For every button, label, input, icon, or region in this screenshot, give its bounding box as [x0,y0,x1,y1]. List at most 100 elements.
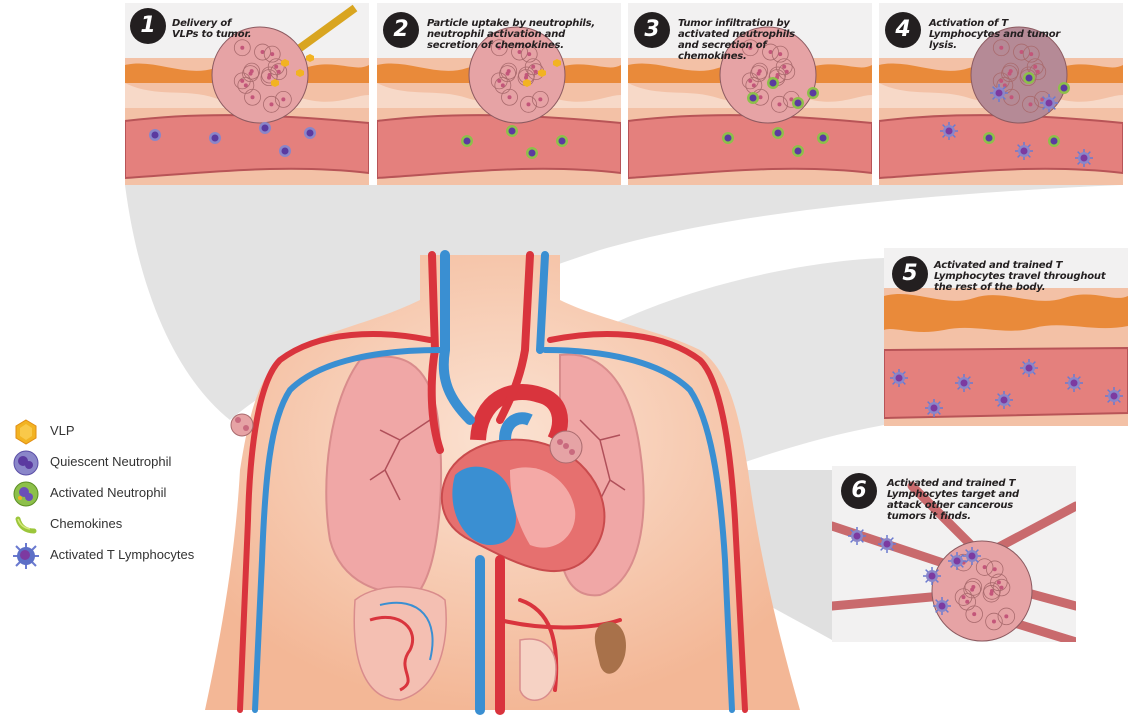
t-lymphocyte [990,84,1008,102]
tumor-delivery-illustration [125,4,369,185]
chemokine-icon [15,516,37,534]
right-lung [325,355,442,594]
t-lymphocyte [1065,374,1083,392]
step-panel-5: 5 Activated and trained T Lymphocytes tr… [884,248,1128,426]
t-lymphocyte [963,547,981,565]
dermis-layer [628,83,872,108]
activated-neutrophil [1023,72,1035,84]
activated-neutrophil [792,145,804,157]
step-number: 2 [383,12,419,48]
dermis-layer [377,83,621,108]
t-lymphocyte [848,527,866,545]
t-lymphocyte [940,122,958,140]
shoulder-tumor [230,413,254,437]
legend-label: Quiescent Neutrophil [50,454,172,469]
dermis-layer [879,83,1123,108]
vlp [306,54,314,62]
vessel-branch [832,591,947,611]
activated-neutrophil [1048,135,1060,147]
tumor [931,540,1033,642]
blood-vessel [628,114,872,180]
step-number: 3 [634,12,670,48]
step-number: 1 [130,8,166,44]
fat-layer [884,294,1128,332]
activated-neutrophil [461,135,473,147]
activated-neutrophil [747,92,759,104]
blood-vessel [377,114,621,180]
tumor [468,26,566,124]
circulating-t-cells-illustration [884,288,1128,426]
activated-neutrophil [772,127,784,139]
t-lymphocyte [925,399,943,417]
activated-neutrophil [506,125,518,137]
vlp [271,79,279,87]
step-panel-2: 2 Particle uptake by neutrophils, neutro… [377,3,621,185]
needle [297,4,358,52]
t-lymphocyte [1105,387,1123,405]
vlp [553,59,561,67]
vlp [281,59,289,67]
tumor [970,26,1068,124]
step-panel-3: 3 Tumor infiltration by activated neutro… [628,3,872,185]
quiescent-neutrophil [279,145,291,157]
step-number: 6 [841,473,877,509]
activated-neutrophil [526,147,538,159]
step-panel-1: 1 Delivery of VLPs to tumor. [125,3,369,185]
tumor [719,26,817,124]
activated-neutrophil [722,132,734,144]
activated-neutrophil [807,87,819,99]
activated-neutrophil [983,132,995,144]
tumor-lysis-illustration [879,26,1123,185]
lung-tumor [549,430,583,464]
step-caption: Delivery of VLPs to tumor. [172,18,252,40]
vlp-hexagon-icon [15,419,37,445]
activated-neutrophil-icon [13,481,39,507]
t-lymphocyte [955,374,973,392]
quiescent-neutrophil [209,132,221,144]
step-caption: Tumor infiltration by activated neutroph… [678,18,795,62]
vlp [538,69,546,77]
t-lymphocyte [948,552,966,570]
tumor-attack-illustration [832,481,1076,642]
quiescent-neutrophil [304,127,316,139]
activated-neutrophil [556,135,568,147]
t-lymphocyte [933,597,951,615]
legend-label: VLP [50,423,75,438]
legend-label: Activated T Lymphocytes [50,547,195,562]
activated-neutrophil [792,97,804,109]
kidney [594,621,626,674]
step-caption: Activation of T Lymphocytes and tumor ly… [929,18,1061,51]
blood-vessel [125,114,369,180]
vlp [296,69,304,77]
neutrophil-activation-illustration [377,26,621,185]
quiescent-neutrophil [259,122,271,134]
quiescent-neutrophil-icon [13,450,39,476]
step-number: 4 [885,12,921,48]
t-lymphocyte-icon [13,543,39,569]
t-lymphocyte [1020,359,1038,377]
t-lymphocyte [923,567,941,585]
step-panel-6: 6 Activated and trained T Lymphocytes ta… [832,466,1076,642]
quiescent-neutrophil [149,129,161,141]
t-lymphocyte [878,535,896,553]
step-caption: Particle uptake by neutrophils, neutroph… [427,18,596,51]
activated-neutrophil [767,77,779,89]
step-panel-4: 4 Activation of T Lymphocytes and tumor … [879,3,1123,185]
tumor [211,26,309,124]
step-number: 5 [892,256,928,292]
step-caption: Activated and trained T Lymphocytes trav… [934,260,1106,293]
legend-label: Activated Neutrophil [50,485,167,500]
t-lymphocyte [1040,94,1058,112]
tumor-infiltration-illustration [628,26,872,185]
t-lymphocyte [890,369,908,387]
blood-vessel [879,114,1123,180]
t-lymphocyte [1015,142,1033,160]
t-lymphocyte [1075,149,1093,167]
dermis-layer [125,83,369,108]
blood-vessel [884,346,1128,420]
step-caption: Activated and trained T Lymphocytes targ… [887,478,1019,522]
t-lymphocyte [995,391,1013,409]
activated-neutrophil [817,132,829,144]
legend-label: Chemokines [50,516,123,531]
